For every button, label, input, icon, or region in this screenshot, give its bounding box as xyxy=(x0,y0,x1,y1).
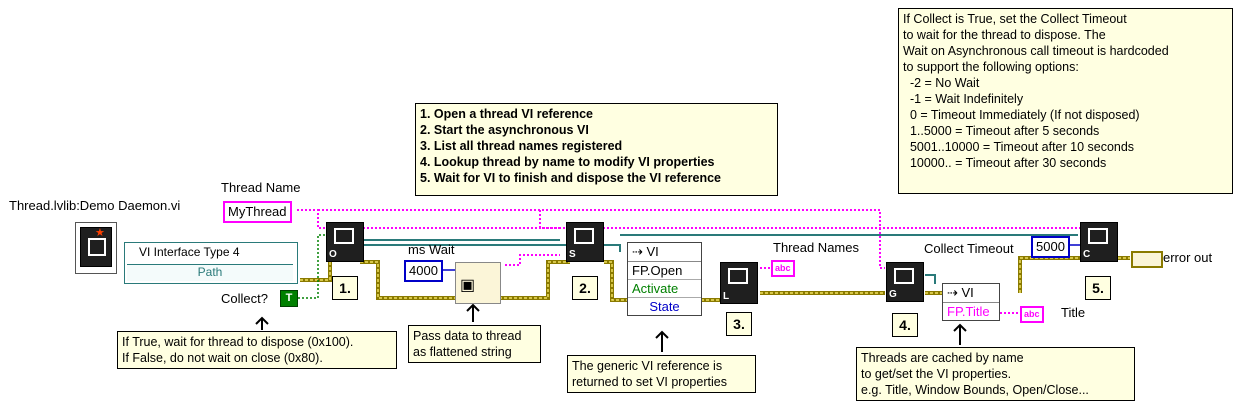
package-icon: ▣ xyxy=(460,277,476,294)
hourglass-glyph xyxy=(1088,228,1108,244)
step-2: 2. xyxy=(572,276,598,300)
open-glyph xyxy=(334,228,354,244)
property-node-class: VI xyxy=(646,244,659,259)
numeric-wire xyxy=(442,244,1080,271)
static-vi-icon[interactable]: ★ xyxy=(75,222,117,274)
property-node-vi[interactable]: ⇢ VI FP.Open Activate State xyxy=(627,242,702,316)
error-out-indicator[interactable] xyxy=(1131,251,1163,268)
list-glyph xyxy=(728,268,748,284)
lookup-thread-node[interactable]: G xyxy=(886,262,924,302)
note-pass-data: Pass data to thread as flattened string xyxy=(408,325,541,363)
ms-wait-constant[interactable]: 4000 xyxy=(404,260,443,282)
thread-name-constant[interactable]: MyThread xyxy=(223,201,292,223)
lookup-letter: G xyxy=(889,289,897,300)
title-indicator[interactable]: abc xyxy=(1020,306,1044,323)
step-5: 5. xyxy=(1085,276,1111,300)
note-steps-list: 1. Open a thread VI reference 2. Start t… xyxy=(415,103,778,196)
start-letter: S xyxy=(569,249,576,260)
ref-wire xyxy=(360,234,1078,284)
collect-label: Collect? xyxy=(221,291,268,306)
note-generic-ref: The generic VI reference is returned to … xyxy=(567,355,756,393)
ms-wait-label: ms Wait xyxy=(408,242,455,257)
prop-fp-title[interactable]: FP.Title xyxy=(947,304,990,319)
property-node-2-header: ⇢ VI xyxy=(943,284,999,303)
wait-close-node[interactable]: C xyxy=(1080,222,1118,262)
thread-name-label: Thread Name xyxy=(221,180,301,195)
collect-bool-constant[interactable]: T xyxy=(280,290,298,307)
property-node-2-class: VI xyxy=(961,285,974,300)
path-field: Path xyxy=(127,264,293,281)
prop-activate[interactable]: Activate xyxy=(628,280,701,298)
prop-fp-open[interactable]: FP.Open xyxy=(628,262,701,280)
open-letter: O xyxy=(329,249,337,260)
property-node-title[interactable]: ⇢ VI FP.Title xyxy=(942,283,1000,321)
bool-wire xyxy=(298,234,330,299)
search-glyph xyxy=(894,268,914,284)
vi-ref-icon: ★ xyxy=(80,227,112,267)
step-1: 1. xyxy=(332,276,358,300)
flatten-subvi[interactable]: ▣ xyxy=(455,262,501,304)
collect-timeout-label: Collect Timeout xyxy=(924,241,1014,256)
note-collect-hint: If True, wait for thread to dispose (0x1… xyxy=(117,331,397,369)
error-out-label: error out xyxy=(1163,250,1213,265)
list-threads-node[interactable]: L xyxy=(720,262,758,304)
note-arrows xyxy=(255,303,967,352)
play-glyph xyxy=(574,228,594,244)
error-wire-inner xyxy=(300,257,1130,301)
note-cached: Threads are cached by name to get/set th… xyxy=(856,347,1135,401)
start-async-node[interactable]: S xyxy=(566,222,604,262)
open-reference-node[interactable]: O xyxy=(326,222,364,262)
ref-arrow-2-icon: ⇢ xyxy=(947,285,962,300)
collect-timeout-constant[interactable]: 5000 xyxy=(1031,236,1070,258)
thread-names-indicator[interactable]: abc xyxy=(771,260,795,277)
string-wire xyxy=(297,209,1080,314)
close-letter: C xyxy=(1083,249,1091,260)
title-label: Title xyxy=(1061,305,1086,320)
vi-path-label: Thread.lvlib:Demo Daemon.vi xyxy=(9,198,181,213)
step-4: 4. xyxy=(892,313,918,337)
note-collect-timeout: If Collect is True, set the Collect Time… xyxy=(898,8,1233,194)
step-3: 3. xyxy=(726,312,752,336)
vi-interface-type: VI Interface Type 4 xyxy=(139,245,240,259)
thread-names-label: Thread Names xyxy=(773,240,859,255)
prop-state[interactable]: State xyxy=(649,299,680,314)
star-icon: ★ xyxy=(95,227,105,239)
property-node-header: ⇢ VI xyxy=(628,243,701,262)
list-letter: L xyxy=(723,291,730,302)
ref-arrow-icon: ⇢ xyxy=(632,244,647,259)
grid-icon xyxy=(88,238,106,256)
vi-interface-constant[interactable]: VI Interface Type 4 Path xyxy=(124,242,298,284)
